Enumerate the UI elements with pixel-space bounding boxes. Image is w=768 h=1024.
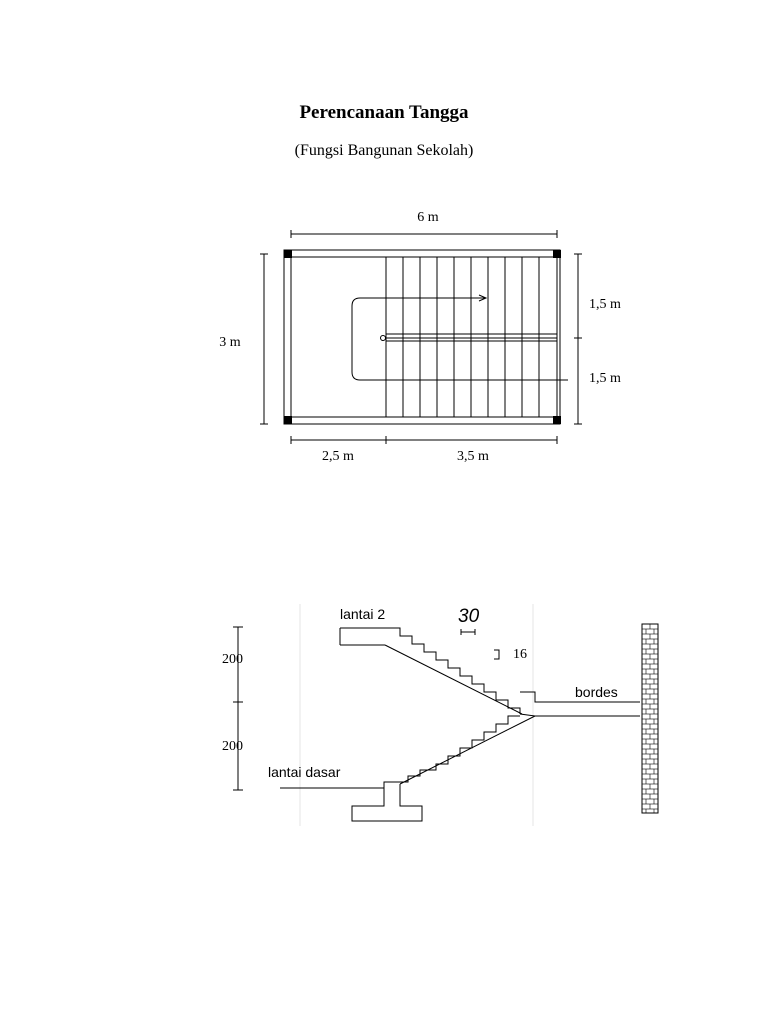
tread-lines [385,257,540,417]
stair-room-outline [283,249,561,425]
path-start-marker [380,335,386,341]
landing-slab [520,691,640,717]
lower-flight-outline [383,715,520,788]
upper-height-label: 200 [222,652,243,667]
tread-label: 30 [458,606,480,627]
column-markers [284,250,561,424]
page-title: Perencanaan Tangga [299,102,469,123]
walk-direction-path [351,297,568,381]
page-subtitle: (Fungsi Bangunan Sekolah) [294,142,474,159]
foundation-footing [280,784,423,822]
ground-floor-label: lantai dasar [268,764,341,780]
direction-arrow-icon [478,294,488,302]
brick-wall [641,623,659,814]
width-label: 6 m [417,210,439,225]
upper-flight-outline [340,627,521,714]
lower-height-label: 200 [222,739,243,754]
upper-flight-width-label: 1,5 m [589,297,621,312]
landing-label: bordes [575,684,618,700]
riser-dimension-mark [494,649,500,660]
riser-label: 16 [513,647,527,662]
stair-section-drawing: lantai 2 30 16 bordes lantai dasar 200 2… [222,604,659,826]
height-label: 3 m [219,335,241,350]
landing-length-label: 2,5 m [322,449,354,464]
upper-floor-label: lantai 2 [340,606,385,622]
flight-length-label: 3,5 m [457,449,489,464]
lower-flight-width-label: 1,5 m [589,371,621,386]
